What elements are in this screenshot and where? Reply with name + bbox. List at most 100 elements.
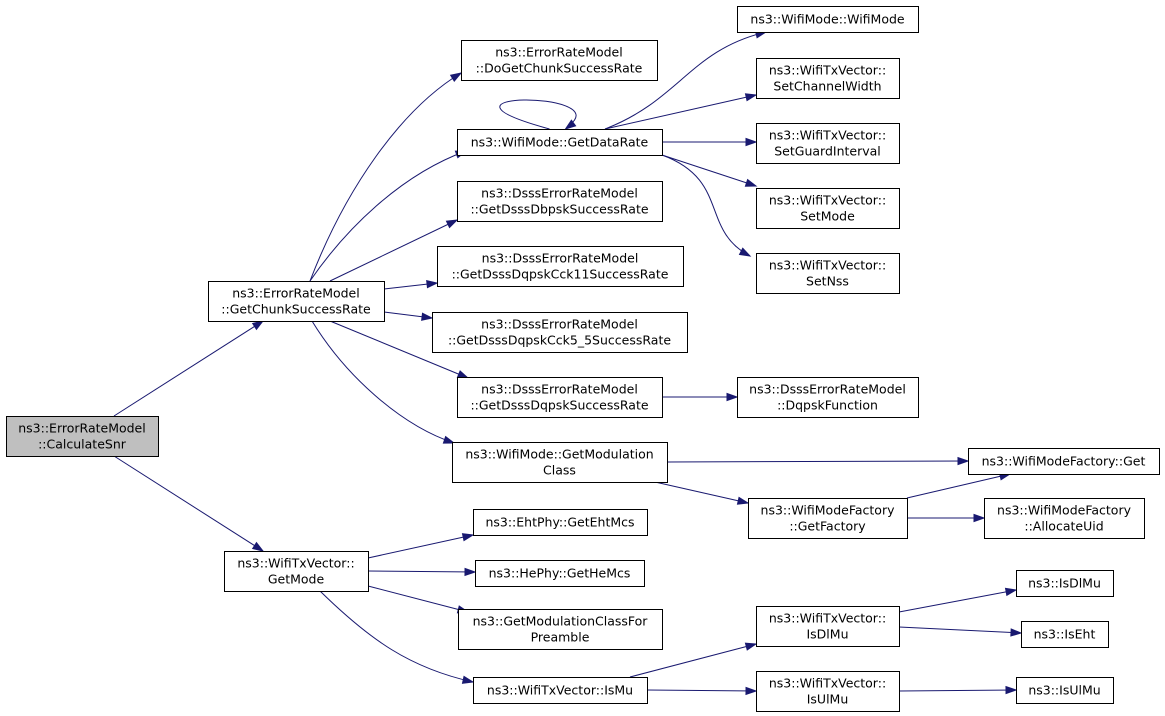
node-label: ns3::GetModulationClassFor: [473, 614, 649, 629]
node-set_mode[interactable]: ns3::WifiTxVector::SetMode: [756, 188, 900, 229]
arrowhead: [1005, 685, 1018, 695]
edge-get_mod_class-to-factory_get: [666, 456, 970, 466]
edge-line: [666, 460, 969, 463]
node-do_get_chunk[interactable]: ns3::ErrorRateModel::DoGetChunkSuccessRa…: [461, 40, 658, 81]
node-get_data_rate[interactable]: ns3::WifiMode::GetDataRate: [457, 129, 663, 156]
edge-txv_is_ul_mu-to-is_ul_mu: [898, 685, 1018, 695]
arrowhead: [442, 435, 456, 444]
edge-txv_is_dl_mu-to-is_dl_mu: [898, 587, 1018, 613]
node-label: IsUlMu: [807, 692, 849, 707]
node-get_chunk[interactable]: ns3::ErrorRateModel::GetChunkSuccessRate: [208, 281, 385, 322]
edge-get_chunk-to-cck55: [383, 311, 434, 321]
node-get_factory[interactable]: ns3::WifiModeFactory::GetFactory: [748, 498, 908, 539]
node-label: ns3::EhtPhy::GetEhtMcs: [485, 515, 634, 530]
edge-line: [906, 473, 1011, 499]
node-box: [457, 377, 663, 418]
edge-get_data_rate-to-get_data_rate: [499, 99, 577, 130]
node-label: ns3::WifiTxVector::IsMu: [487, 683, 633, 698]
node-set_guard[interactable]: ns3::WifiTxVector::SetGuardInterval: [756, 123, 900, 164]
node-box: [461, 40, 658, 81]
edge-get_mode-to-he_mcs: [367, 567, 477, 577]
node-box: [432, 312, 688, 353]
node-is_eht[interactable]: ns3::IsEht: [1021, 621, 1109, 648]
node-label: ns3::ErrorRateModel: [495, 45, 622, 60]
edge-txv_is_dl_mu-to-is_eht: [898, 626, 1023, 637]
node-box: [437, 246, 684, 287]
node-label: SetChannelWidth: [773, 79, 881, 94]
node-label: ns3::HePhy::GetHeMcs: [489, 566, 631, 581]
node-is_mu[interactable]: ns3::WifiTxVector::IsMu: [473, 677, 648, 704]
arrowhead: [456, 370, 470, 379]
node-alloc_uid[interactable]: ns3::WifiModeFactory::AllocateUid: [984, 498, 1145, 539]
edge-dqpsk-to-dqpsk_func: [662, 392, 739, 402]
node-label: SetGuardInterval: [774, 144, 881, 159]
node-dqpsk_func[interactable]: ns3::DsssErrorRateModel::DqpskFunction: [737, 377, 919, 418]
node-label: ns3::WifiModeFactory: [761, 503, 896, 518]
node-is_dl_mu[interactable]: ns3::IsDlMu: [1016, 570, 1114, 597]
edge-line: [604, 31, 767, 130]
edge-line: [646, 689, 757, 692]
node-is_ul_mu[interactable]: ns3::IsUlMu: [1016, 677, 1114, 704]
edge-line: [654, 481, 749, 504]
edge-line: [367, 585, 469, 613]
node-label: ::DoGetChunkSuccessRate: [476, 61, 643, 76]
node-label: ::GetChunkSuccessRate: [221, 302, 371, 317]
node-set_nss[interactable]: ns3::WifiTxVector::SetNss: [756, 253, 900, 294]
node-box: [968, 448, 1160, 475]
edge-get_chunk-to-get_mod_class: [311, 320, 456, 444]
node-txv_is_dl_mu[interactable]: ns3::WifiTxVector::IsDlMu: [756, 606, 900, 647]
edge-get_factory-to-factory_get: [906, 472, 1012, 499]
arrowhead: [738, 247, 752, 257]
node-dqpsk[interactable]: ns3::DsssErrorRateModel::GetDsssDqpskSuc…: [457, 377, 663, 418]
node-factory_get[interactable]: ns3::WifiModeFactory::Get: [968, 448, 1160, 475]
node-label: ns3::DsssErrorRateModel: [481, 382, 638, 397]
edge-get_chunk-to-do_get_chunk: [309, 72, 463, 282]
node-box: [737, 377, 919, 418]
node-box: [6, 416, 159, 457]
node-dbpsk[interactable]: ns3::DsssErrorRateModel::GetDsssDbpskSuc…: [457, 181, 663, 222]
arrowhead: [449, 72, 463, 83]
node-label: IsDlMu: [806, 627, 848, 642]
edge-get_data_rate-to-set_chan_width: [604, 93, 758, 130]
node-get_mode[interactable]: ns3::WifiTxVector::GetMode: [224, 551, 369, 592]
node-label: ns3::DsssErrorRateModel: [481, 317, 638, 332]
node-label: ::GetDsssDqpskSuccessRate: [470, 398, 648, 413]
arrowhead: [1010, 628, 1023, 637]
node-cck55[interactable]: ns3::DsssErrorRateModel::GetDsssDqpskCck…: [432, 312, 688, 353]
edge-line: [661, 154, 757, 187]
edge-is_mu-to-txv_is_dl_mu: [629, 642, 758, 678]
node-cck11[interactable]: ns3::DsssErrorRateModel::GetDsssDqpskCck…: [437, 246, 684, 287]
node-label: ns3::WifiTxVector::: [769, 63, 886, 78]
edge-get_data_rate-to-set_mode: [661, 154, 758, 187]
node-calc_snr[interactable]: ns3::ErrorRateModel::CalculateSnr: [6, 416, 159, 457]
node-wifimode_ctor[interactable]: ns3::WifiMode::WifiMode: [737, 6, 919, 33]
node-label: ::AllocateUid: [1024, 519, 1103, 534]
node-label: Preamble: [531, 630, 590, 645]
node-set_chan_width[interactable]: ns3::WifiTxVector::SetChannelWidth: [756, 58, 900, 99]
node-box: [1021, 621, 1109, 648]
arrowhead: [461, 533, 475, 542]
node-eht_mcs[interactable]: ns3::EhtPhy::GetEhtMcs: [473, 509, 648, 536]
edge-get_chunk-to-dbpsk: [329, 219, 459, 282]
node-box: [984, 498, 1145, 539]
node-he_mcs[interactable]: ns3::HePhy::GetHeMcs: [475, 560, 645, 587]
node-box: [458, 609, 663, 650]
edge-line: [113, 455, 264, 552]
node-label: ns3::IsDlMu: [1028, 576, 1101, 591]
node-txv_is_ul_mu[interactable]: ns3::WifiTxVector::IsUlMu: [756, 671, 900, 712]
node-label: ns3::WifiModeFactory::Get: [982, 454, 1146, 469]
edge-get_mod_class-to-get_factory: [654, 481, 750, 505]
arrowhead: [426, 280, 439, 289]
node-box: [473, 509, 648, 536]
edge-get_mode-to-eht_mcs: [367, 533, 475, 559]
edge-get_factory-to-alloc_uid: [907, 513, 986, 523]
arrowhead: [421, 312, 434, 321]
node-label: ::GetDsssDqpskCck11SuccessRate: [452, 267, 669, 282]
node-label: ns3::WifiTxVector::: [769, 193, 886, 208]
node-box: [756, 606, 900, 647]
node-label: ns3::ErrorRateModel: [18, 421, 145, 436]
arrowhead: [744, 178, 758, 187]
node-get_mod_class[interactable]: ns3::WifiMode::GetModulationClass: [452, 442, 668, 483]
